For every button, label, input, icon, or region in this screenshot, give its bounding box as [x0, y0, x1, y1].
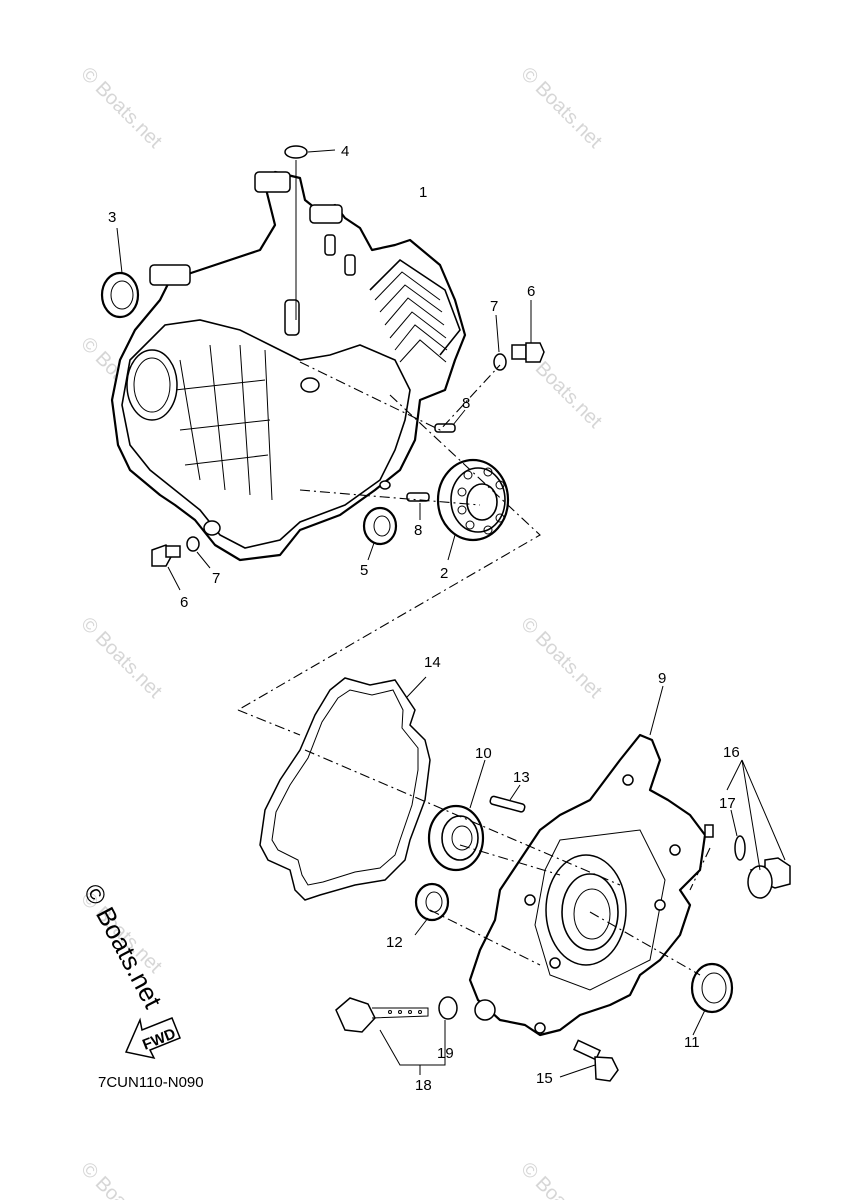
watermark: © Boats.net: [516, 1158, 606, 1200]
callout-19: 19: [437, 1045, 454, 1062]
callout-9: 9: [658, 670, 666, 687]
bearing-2: [436, 458, 510, 542]
gasket-14: [259, 677, 431, 901]
callout-6-lower: 6: [180, 594, 188, 611]
fwd-arrow-icon: FWD: [124, 1017, 181, 1060]
callout-6-upper: 6: [527, 283, 535, 300]
cylinder-fins: [369, 258, 461, 363]
washer-4: [284, 145, 308, 159]
diagram-code: 7CUN110-N090: [98, 1074, 204, 1091]
callout-8-lower: 8: [414, 522, 422, 539]
callout-4: 4: [341, 143, 349, 160]
washer-7-upper: [493, 353, 507, 371]
washer-7-lower: [186, 536, 200, 552]
oil-seal-11: [690, 962, 734, 1014]
watermark: © Boats.net: [516, 613, 606, 703]
dipstick-18: [335, 997, 429, 1033]
callout-1: 1: [419, 184, 427, 201]
callout-12: 12: [386, 934, 403, 951]
seal-5: [362, 506, 398, 546]
seal-12: [414, 882, 450, 922]
watermark: © Boats.net: [76, 63, 166, 153]
callout-11: 11: [684, 1034, 700, 1051]
callout-5: 5: [360, 562, 368, 579]
watermark: © Boats.net: [76, 1158, 166, 1200]
callout-8-upper: 8: [462, 395, 470, 412]
watermark: © Boats.net: [516, 63, 606, 153]
crankcase-ribs: [174, 344, 273, 501]
bolt-6-lower: [151, 544, 181, 567]
bolt-15: [573, 1039, 619, 1082]
o-ring-17: [734, 835, 746, 861]
crankcase-assembly: [110, 170, 467, 562]
callout-7-upper: 7: [490, 298, 498, 315]
callout-2: 2: [440, 565, 448, 582]
callout-labels: 1 2 3 4 5 6 6 7 7 8 8 9 10 11 12 13 14 1…: [108, 143, 740, 1094]
callout-3: 3: [108, 209, 116, 226]
callout-10: 10: [475, 745, 492, 762]
callout-7-lower: 7: [212, 570, 220, 587]
callout-18: 18: [415, 1077, 432, 1094]
callout-14: 14: [424, 654, 441, 671]
crankcase-bore: [126, 349, 178, 421]
crankcase-cover-9: [468, 733, 714, 1037]
callout-13: 13: [513, 769, 530, 786]
callout-16: 16: [723, 744, 740, 761]
bolt-6-upper: [511, 342, 545, 363]
dowel-pin-13: [489, 795, 526, 813]
oil-seal-3: [100, 271, 140, 319]
o-ring-19: [438, 996, 458, 1020]
drain-plug-16: [747, 857, 791, 899]
callout-17: 17: [719, 795, 736, 812]
oil-seal-10: [427, 804, 485, 872]
watermark: © Boats.net: [76, 613, 166, 703]
dowel-pin-8-lower: [406, 492, 430, 502]
callout-15: 15: [536, 1070, 553, 1087]
copyright-label: © Boats.net: [78, 879, 169, 1014]
crankcase-flange: [121, 319, 411, 549]
